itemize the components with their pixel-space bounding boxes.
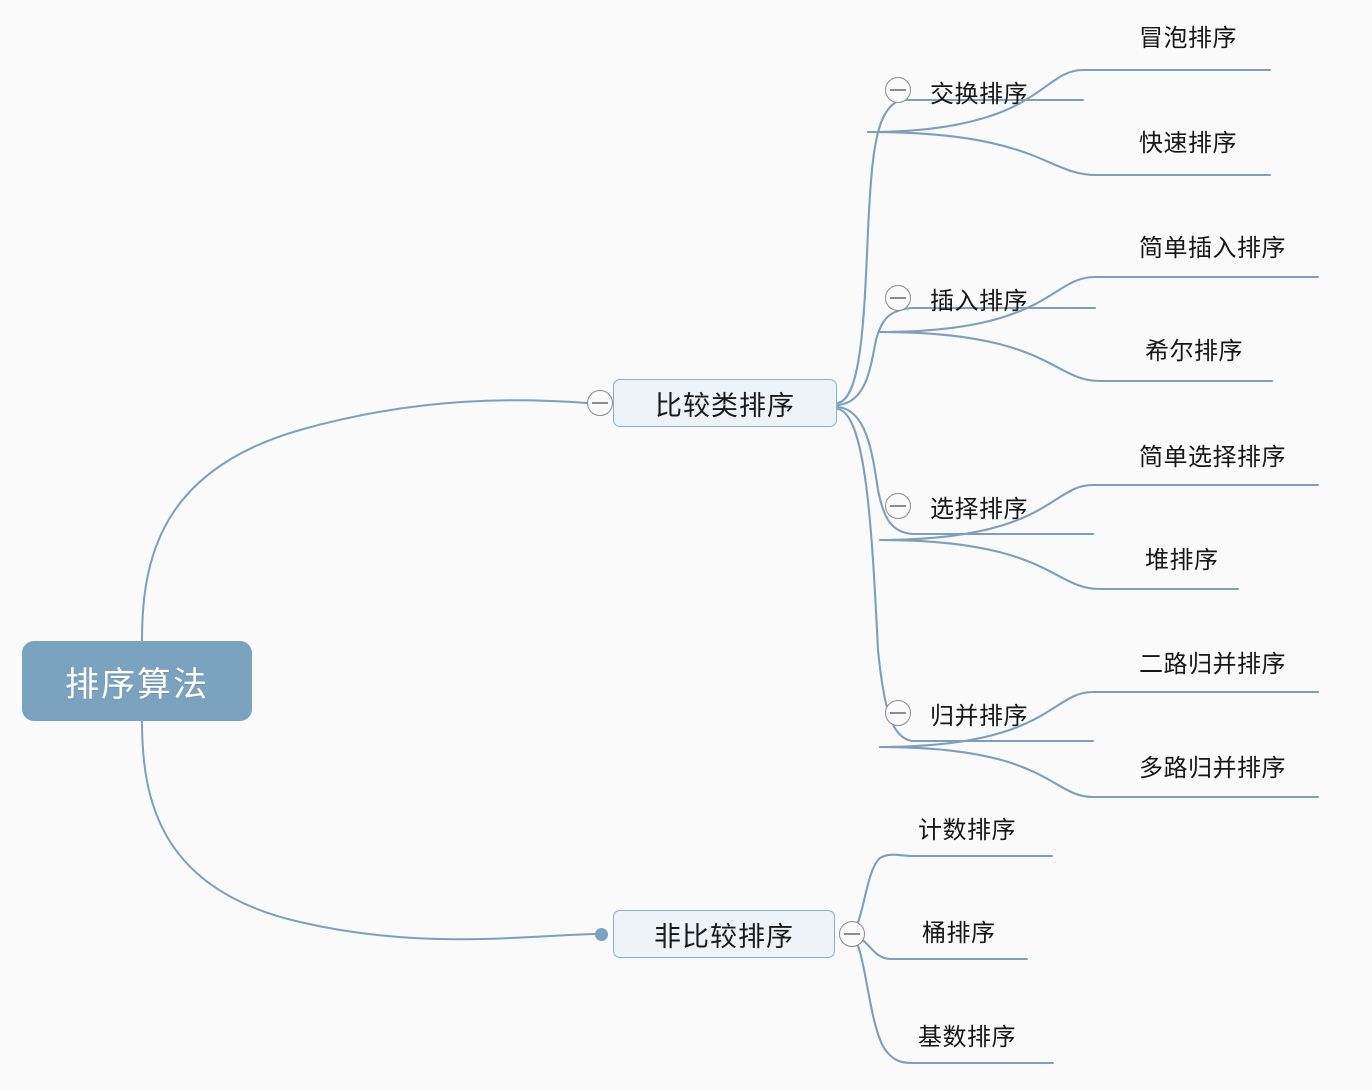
leaf-node-multi-way-merge[interactable]: 多路归并排序 bbox=[1139, 748, 1286, 783]
root-node-sorting-algorithms[interactable]: 排序算法 bbox=[22, 641, 252, 721]
sub-node-merge-label: 归并排序 bbox=[930, 704, 1028, 730]
branch-node-comparison[interactable]: 比较类排序 bbox=[613, 379, 837, 427]
sub-node-exchange-label: 交换排序 bbox=[930, 82, 1028, 108]
sub-node-selection-label: 选择排序 bbox=[930, 497, 1028, 523]
leaf-node-simple-selection[interactable]: 简单选择排序 bbox=[1139, 437, 1286, 472]
sub-node-merge[interactable]: 归并排序 bbox=[930, 696, 1028, 731]
sub-node-insertion[interactable]: 插入排序 bbox=[930, 281, 1028, 316]
leaf-node-bubble[interactable]: 冒泡排序 bbox=[1139, 18, 1237, 53]
leaf-node-quick-label: 快速排序 bbox=[1139, 131, 1237, 157]
leaf-node-two-way-merge[interactable]: 二路归并排序 bbox=[1139, 644, 1286, 679]
leaf-node-heap-label: 堆排序 bbox=[1145, 548, 1219, 574]
edge-root-to-comparison bbox=[141, 399, 588, 642]
collapse-toggle-comparison[interactable] bbox=[587, 390, 613, 416]
branch-node-non-comparison[interactable]: 非比较排序 bbox=[613, 910, 835, 958]
collapse-toggle-insertion[interactable] bbox=[885, 285, 911, 311]
leaf-node-shell[interactable]: 希尔排序 bbox=[1145, 331, 1243, 366]
leaf-node-shell-label: 希尔排序 bbox=[1145, 339, 1243, 365]
collapse-toggle-merge[interactable] bbox=[885, 700, 911, 726]
leaf-node-counting-label: 计数排序 bbox=[918, 818, 1016, 844]
leaf-node-heap[interactable]: 堆排序 bbox=[1145, 540, 1219, 575]
leaf-node-counting[interactable]: 计数排序 bbox=[918, 810, 1016, 845]
leaf-node-simple-selection-label: 简单选择排序 bbox=[1139, 445, 1286, 471]
leaf-node-two-way-merge-label: 二路归并排序 bbox=[1139, 652, 1286, 678]
leaf-node-multi-way-merge-label: 多路归并排序 bbox=[1139, 756, 1286, 782]
edge-root-to-non-comparison bbox=[141, 720, 596, 941]
sub-node-insertion-label: 插入排序 bbox=[930, 289, 1028, 315]
leaf-node-bucket[interactable]: 桶排序 bbox=[922, 913, 996, 948]
branch-node-comparison-label: 比较类排序 bbox=[655, 390, 795, 421]
collapse-toggle-selection[interactable] bbox=[885, 493, 911, 519]
edge-comparison-to-insertion bbox=[836, 306, 1097, 407]
leaf-node-simple-insertion[interactable]: 简单插入排序 bbox=[1139, 228, 1286, 263]
leaf-node-quick[interactable]: 快速排序 bbox=[1139, 123, 1237, 158]
edge-comparison-to-merge bbox=[836, 407, 1095, 743]
collapse-toggle-exchange[interactable] bbox=[885, 77, 911, 103]
leaf-node-radix-label: 基数排序 bbox=[918, 1025, 1016, 1051]
leaf-node-simple-insertion-label: 简单插入排序 bbox=[1139, 236, 1286, 262]
branch-node-non-comparison-label: 非比较排序 bbox=[654, 921, 794, 952]
edge-comparison-to-exchange bbox=[836, 98, 1085, 405]
collapse-toggle-non-comparison[interactable] bbox=[839, 921, 865, 947]
leaf-node-bubble-label: 冒泡排序 bbox=[1139, 26, 1237, 52]
branch-bullet-non-comparison bbox=[595, 928, 608, 941]
sub-node-exchange[interactable]: 交换排序 bbox=[930, 74, 1028, 109]
sub-node-selection[interactable]: 选择排序 bbox=[930, 489, 1028, 524]
leaf-node-radix[interactable]: 基数排序 bbox=[918, 1017, 1016, 1052]
leaf-node-bucket-label: 桶排序 bbox=[922, 921, 996, 947]
root-node-label: 排序算法 bbox=[65, 666, 209, 704]
